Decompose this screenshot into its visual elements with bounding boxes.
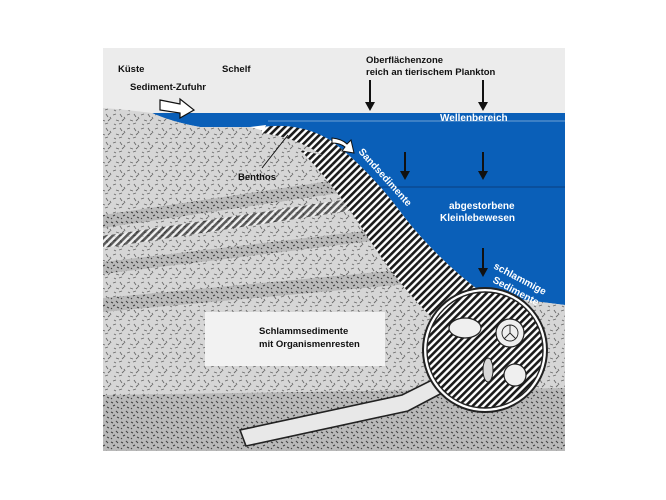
- fossil-fragment: [482, 357, 494, 383]
- magnifier-icon: [238, 287, 548, 447]
- arrow-right-icon: [159, 97, 196, 120]
- sediment-layer-lower: [103, 268, 430, 312]
- sea-water: [152, 113, 565, 305]
- mud-sediment-label-box: [205, 312, 385, 366]
- sediment-layer-middle: [103, 228, 396, 274]
- sediment-layer-striped: [103, 197, 368, 248]
- label-schelf: Schelf: [222, 64, 251, 75]
- sand-sediment-slope: [262, 125, 485, 310]
- label-kleinlebewesen: Kleinlebewesen: [440, 213, 515, 224]
- benthos-pointer: [261, 134, 289, 169]
- label-oberflaechenzone: Oberflächenzone: [366, 55, 443, 66]
- label-abgestorbene: abgestorbene: [449, 201, 515, 212]
- label-schlammsedimente: Schlammsedimente: [259, 326, 348, 337]
- label-plankton: reich an tierischem Plankton: [366, 67, 496, 78]
- label-benthos: Benthos: [238, 172, 276, 183]
- slope-sediment-fan: [300, 150, 470, 330]
- arrow-down-icon: [365, 80, 488, 277]
- fossil-shell: [448, 317, 482, 339]
- fossil-snail: [503, 363, 527, 387]
- label-organismenreste: mit Organismenresten: [259, 339, 360, 350]
- shelf-notch: [250, 125, 266, 131]
- current-arrow-icon: [331, 137, 355, 154]
- label-sediment-zufuhr: Sediment-Zufuhr: [130, 82, 206, 93]
- label-wellenbereich: Wellenbereich: [440, 113, 508, 124]
- sediment-layer-upper: [103, 178, 360, 228]
- label-kueste: Küste: [118, 64, 144, 75]
